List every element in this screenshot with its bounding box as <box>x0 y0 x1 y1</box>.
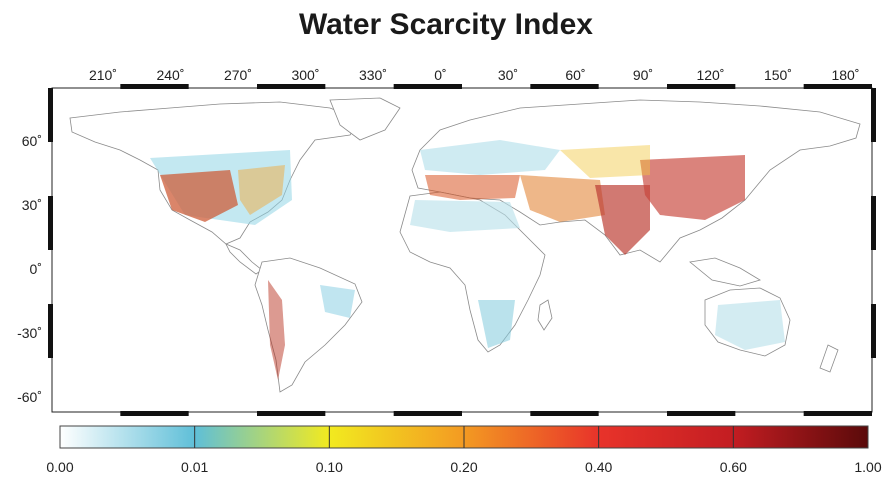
scarcity-south-asia <box>595 185 650 255</box>
frame-bar-left <box>48 304 53 358</box>
lon-tick-label: 0˚ <box>434 67 446 83</box>
scarcity-africa-north <box>410 200 520 232</box>
lat-tick-label: -60˚ <box>17 389 42 405</box>
new-zealand <box>819 344 839 373</box>
colorbar-tick-label: 0.10 <box>316 459 343 475</box>
lon-tick-label: 330˚ <box>359 67 387 83</box>
scarcity-sa-west <box>268 280 285 380</box>
frame-bar-left <box>48 196 53 250</box>
scarcity-europe <box>420 140 560 175</box>
map-title: Water Scarcity Index <box>298 8 593 41</box>
lon-tick-label: 180˚ <box>831 67 859 83</box>
scarcity-middle-east <box>520 175 605 222</box>
colorbar-tick-label: 0.00 <box>46 459 73 475</box>
frame-bar-bottom <box>257 411 326 416</box>
frame-bar-right <box>871 88 876 142</box>
scarcity-high-western-us <box>160 170 238 222</box>
frame-bar-top <box>120 84 189 89</box>
scarcity-central-asia <box>560 145 650 178</box>
lon-tick-label: 210˚ <box>89 67 117 83</box>
scarcity-sa-east <box>320 285 355 318</box>
southeast-asia-islands <box>689 257 761 287</box>
colorbar-tick-label: 0.60 <box>720 459 747 475</box>
lon-tick-label: 240˚ <box>156 67 184 83</box>
colorbar-tick-label: 0.01 <box>181 459 208 475</box>
australia <box>704 287 791 357</box>
lat-tick-label: 30˚ <box>22 197 42 213</box>
frame-bar-top <box>393 84 462 89</box>
lon-tick-label: 300˚ <box>291 67 319 83</box>
madagascar <box>537 299 553 331</box>
scarcity-china <box>640 155 745 220</box>
greenland <box>329 97 401 141</box>
frame-bar-bottom <box>530 411 599 416</box>
frame-bar-bottom <box>120 411 189 416</box>
frame-bar-top <box>667 84 736 89</box>
lon-tick-label: 270˚ <box>224 67 252 83</box>
colorbar-tick-label: 0.20 <box>450 459 477 475</box>
frame-bar-left <box>48 88 53 142</box>
scarcity-southern-africa <box>478 300 515 348</box>
latitude-labels: 60˚ 30˚ 0˚ -30˚ -60˚ <box>17 133 42 405</box>
lon-tick-label: 60˚ <box>565 67 585 83</box>
frame-bar-bottom <box>667 411 736 416</box>
scarcity-med-eastern-us <box>238 165 285 215</box>
lon-tick-label: 120˚ <box>696 67 724 83</box>
frame-bar-bottom <box>393 411 462 416</box>
frame-bar-right <box>871 196 876 250</box>
lat-tick-label: -30˚ <box>17 325 42 341</box>
colorbar-labels: 0.00 0.01 0.10 0.20 0.40 0.60 1.00 <box>46 459 881 475</box>
lon-tick-label: 30˚ <box>498 67 518 83</box>
frame-bar-top <box>530 84 599 89</box>
lon-tick-label: 90˚ <box>633 67 653 83</box>
frame-bar-bottom <box>803 411 872 416</box>
frame-bar-right <box>871 304 876 358</box>
colorbar-dividers <box>194 426 734 448</box>
scarcity-mediterranean <box>425 175 520 200</box>
lat-tick-label: 0˚ <box>30 261 42 277</box>
scarcity-overlay <box>150 140 785 380</box>
lat-tick-label: 60˚ <box>22 133 42 149</box>
scarcity-australia <box>715 300 785 350</box>
longitude-labels: 210˚ 240˚ 270˚ 300˚ 330˚ 0˚ 30˚ 60˚ 90˚ 120˚ 150˚ 1… <box>89 67 860 83</box>
colorbar-tick-label: 0.40 <box>585 459 612 475</box>
frame-bar-top <box>803 84 872 89</box>
lon-tick-label: 150˚ <box>764 67 792 83</box>
frame-bar-top <box>257 84 326 89</box>
frame-tick-bars <box>48 84 876 416</box>
south-america <box>254 257 363 393</box>
colorbar-tick-label: 1.00 <box>854 459 881 475</box>
